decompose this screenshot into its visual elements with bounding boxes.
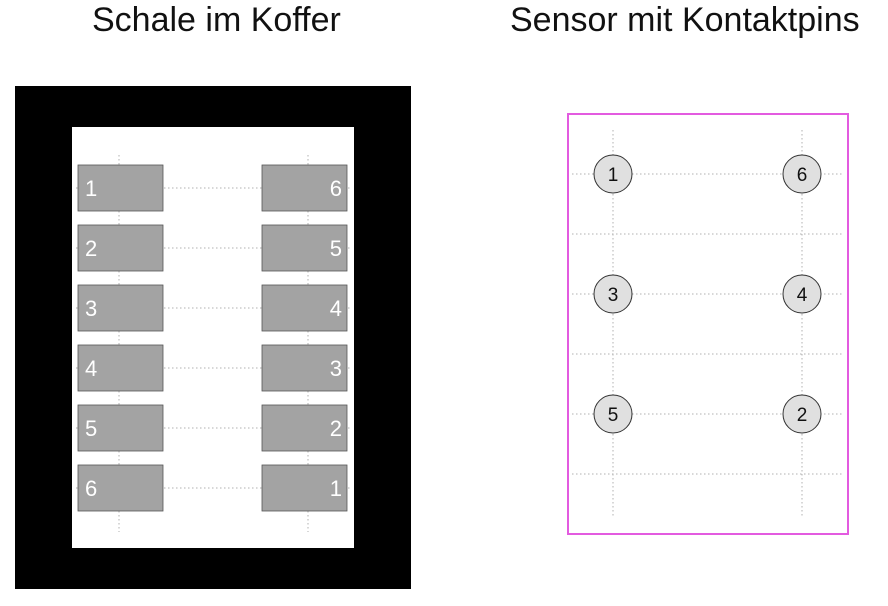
pad-rect <box>261 344 348 392</box>
tray-pads: 1 2 3 4 5 6 6 5 4 3 2 1 <box>77 164 348 512</box>
pad-label: 3 <box>85 296 97 321</box>
pin-label: 1 <box>608 165 619 186</box>
right-pad-6: 6 <box>261 164 348 212</box>
pad-rect <box>77 404 164 452</box>
pin-label: 6 <box>797 165 808 186</box>
sensor-pin-6: 6 <box>782 154 822 194</box>
pin-circle <box>593 154 633 194</box>
pad-label: 6 <box>330 176 342 201</box>
pad-rect <box>261 224 348 272</box>
left-pad-5: 5 <box>77 404 164 452</box>
left-pad-3: 3 <box>77 284 164 332</box>
pin-label: 5 <box>608 405 619 426</box>
sensor-pin-2: 2 <box>782 394 822 434</box>
left-pad-4: 4 <box>77 344 164 392</box>
pad-rect <box>261 164 348 212</box>
pin-label: 4 <box>797 285 808 306</box>
pin-circle <box>782 394 822 434</box>
pin-label: 3 <box>608 285 619 306</box>
pad-label: 2 <box>330 416 342 441</box>
right-pad-5: 5 <box>261 224 348 272</box>
pad-label: 2 <box>85 236 97 261</box>
pad-label: 6 <box>85 476 97 501</box>
sensor-pin-5: 5 <box>593 394 633 434</box>
left-pad-2: 2 <box>77 224 164 272</box>
left-pad-6: 6 <box>77 464 164 512</box>
pin-circle <box>593 394 633 434</box>
sensor: 1 6 3 4 5 2 <box>567 113 849 535</box>
pad-label: 5 <box>85 416 97 441</box>
pad-label: 1 <box>330 476 342 501</box>
sensor-pin-1: 1 <box>593 154 633 194</box>
pad-label: 1 <box>85 176 97 201</box>
right-pad-4: 4 <box>261 284 348 332</box>
sensor-title: Sensor mit Kontaktpins <box>510 1 860 39</box>
pad-label: 3 <box>330 356 342 381</box>
pin-circle <box>593 274 633 314</box>
pin-circle <box>782 274 822 314</box>
sensor-pin-3: 3 <box>593 274 633 314</box>
pad-rect <box>77 224 164 272</box>
pad-rect <box>261 284 348 332</box>
pad-label: 4 <box>330 296 342 321</box>
pad-label: 4 <box>85 356 97 381</box>
left-pad-1: 1 <box>77 164 164 212</box>
pin-circle <box>782 154 822 194</box>
pad-rect <box>77 464 164 512</box>
pad-rect <box>77 164 164 212</box>
right-pad-1: 1 <box>261 464 348 512</box>
tray: 1 2 3 4 5 6 6 5 4 3 2 1 <box>15 86 411 589</box>
pad-rect <box>77 344 164 392</box>
pad-rect <box>261 464 348 512</box>
tray-title: Schale im Koffer <box>92 1 341 39</box>
pad-label: 5 <box>330 236 342 261</box>
pin-label: 2 <box>797 405 808 426</box>
sensor-pins: 1 6 3 4 5 2 <box>593 154 822 434</box>
right-pad-3: 3 <box>261 344 348 392</box>
pad-rect <box>261 404 348 452</box>
sensor-pin-4: 4 <box>782 274 822 314</box>
right-pad-2: 2 <box>261 404 348 452</box>
pad-rect <box>77 284 164 332</box>
sensor-outline <box>567 113 849 535</box>
